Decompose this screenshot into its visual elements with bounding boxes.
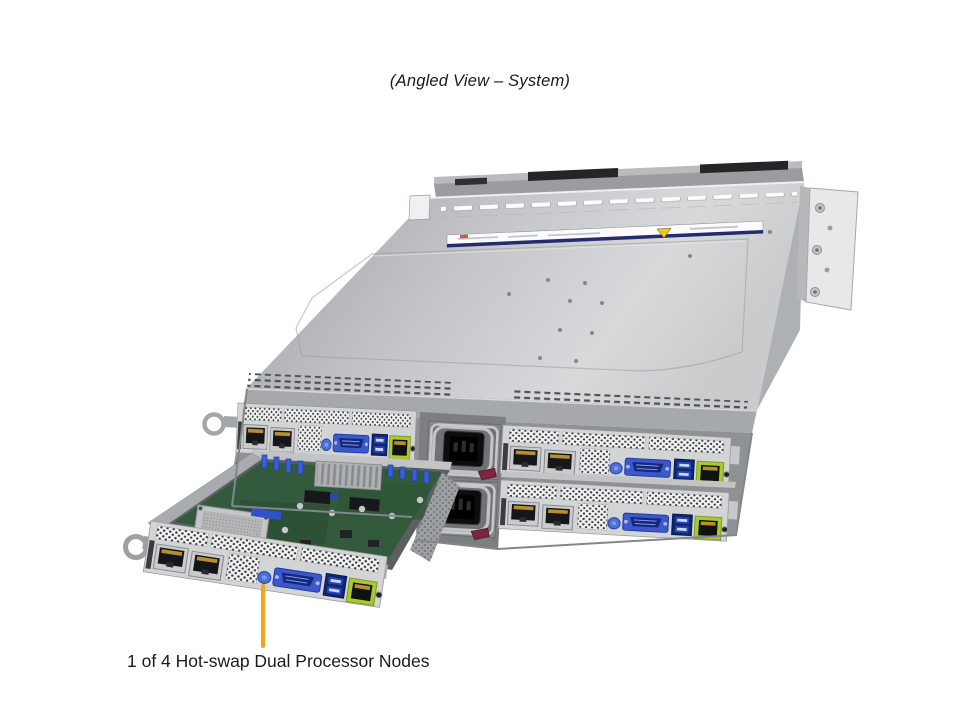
node-divider (501, 471, 736, 488)
lid-groove (295, 238, 749, 372)
service-label-strip (446, 220, 764, 248)
lid-screws (507, 230, 772, 363)
rear-top-band (242, 388, 758, 433)
warning-triangle-icon (656, 228, 672, 239)
heatsink (313, 460, 383, 491)
node-upper-right (499, 424, 740, 487)
top-vent-slot-row (441, 192, 797, 218)
board-components (281, 489, 424, 547)
figure-caption: (Angled View – System) (389, 72, 571, 90)
dimm-slots (261, 454, 304, 475)
rack-ear-left (408, 194, 431, 221)
node-lower-right (497, 479, 738, 542)
psu-handle (431, 425, 494, 475)
pull-ring-handle (202, 412, 226, 436)
node-latch (728, 501, 738, 520)
chassis-right-side (757, 182, 804, 410)
psu-release-tab (477, 467, 497, 481)
top-cover (246, 181, 805, 423)
rack-ear-bracket (797, 186, 859, 311)
front-vent-slot (700, 160, 788, 174)
node-latch (730, 446, 740, 465)
pulled-node-tray (123, 450, 460, 609)
node-upper-left (202, 402, 418, 462)
dimm-slots (387, 464, 430, 484)
chassis-edges (231, 388, 753, 551)
psu-release-tab (470, 527, 490, 541)
front-face-band (434, 160, 804, 198)
callout-line (261, 584, 266, 648)
callout-label: 1 of 4 Hot-swap Dual Processor Nodes (127, 651, 430, 671)
front-vent-slot (528, 168, 618, 181)
